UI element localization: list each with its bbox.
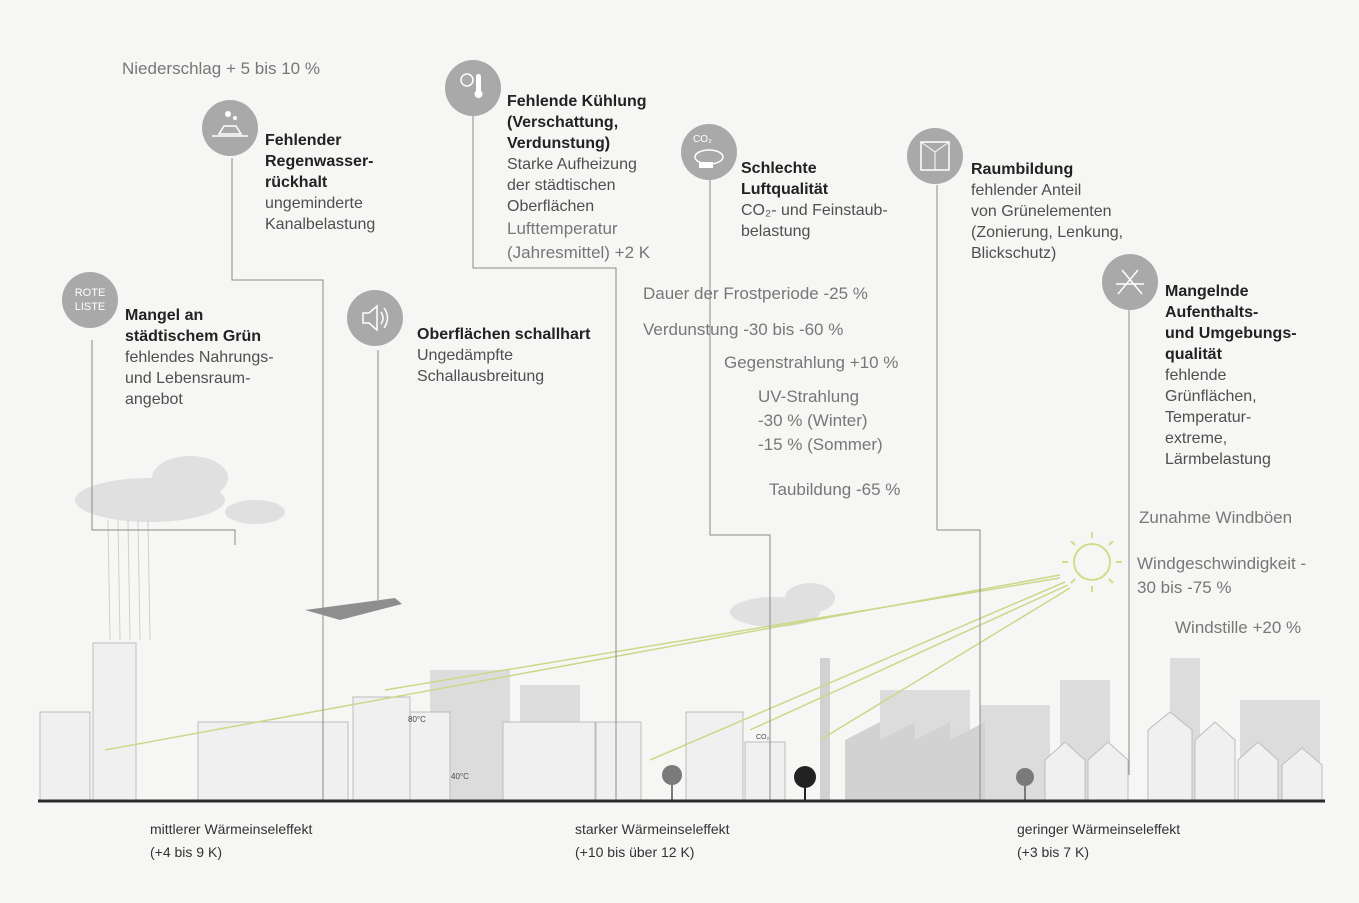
noise-title: Oberflächen schallhart bbox=[417, 326, 591, 343]
stay-title-2: Aufenthalts- bbox=[1165, 304, 1259, 321]
temp-80-label: 80°C bbox=[408, 715, 426, 724]
air-quality-callout: Schlechte Luftqualität CO₂- und Feinstau… bbox=[741, 158, 888, 242]
trees bbox=[662, 765, 1034, 800]
badge-line-2: LISTE bbox=[74, 301, 106, 313]
stay-title-3: und Umgebungs- bbox=[1165, 325, 1297, 342]
leader-lines bbox=[91, 115, 1130, 800]
co2-cloud-icon: CO₂ bbox=[681, 124, 737, 180]
noise-desc-1: Ungedämpfte bbox=[417, 347, 514, 364]
air-title-2: Luftqualität bbox=[741, 181, 829, 198]
sun-rays bbox=[104, 574, 1071, 761]
zone-medium-range: (+4 bis 9 K) bbox=[150, 844, 222, 860]
air-temperature-1: Lufttemperatur bbox=[507, 219, 618, 238]
cooling-title-1: Fehlende Kühlung bbox=[507, 93, 647, 110]
precipitation-text: Niederschlag + 5 bis 10 % bbox=[122, 59, 320, 78]
stay-desc-1: fehlende bbox=[1165, 367, 1227, 384]
green-title-2: städtischem Grün bbox=[125, 328, 262, 345]
space-desc-2: von Grünelementen bbox=[971, 203, 1112, 220]
zone-strong-name: starker Wärmeinseleffekt bbox=[575, 821, 730, 837]
rote-liste-badge: ROTE LISTE bbox=[62, 272, 118, 328]
rainwater-title-2: Regenwasser- bbox=[265, 153, 374, 170]
badge-line-1: ROTE bbox=[74, 287, 106, 299]
space-icon bbox=[907, 128, 963, 184]
cooling-desc-1: Starke Aufheizung bbox=[507, 156, 637, 173]
evaporation-text: Verdunstung -30 bis -60 % bbox=[643, 320, 844, 339]
stay-title-1: Mangelnde bbox=[1165, 283, 1249, 300]
air-title-1: Schlechte bbox=[741, 160, 817, 177]
air-temperature-2: (Jahresmittel) +2 K bbox=[507, 243, 651, 262]
wind-calm-text: Windstille +20 % bbox=[1175, 618, 1302, 637]
speaker-icon bbox=[347, 290, 403, 346]
zone-low: geringer Wärmeinseleffekt (+3 bis 7 K) bbox=[1017, 818, 1180, 864]
zone-low-range: (+3 bis 7 K) bbox=[1017, 844, 1089, 860]
airplane bbox=[305, 598, 402, 620]
rainwater-desc-2: Kanalbelastung bbox=[265, 216, 376, 233]
cooling-desc-3: Oberflächen bbox=[507, 198, 595, 215]
uv-text: UV-Strahlung -30 % (Winter) -15 % (Somme… bbox=[758, 385, 883, 457]
uv-line-1: UV-Strahlung bbox=[758, 387, 860, 406]
air-desc-1: CO₂- und Feinstaub- bbox=[741, 202, 888, 219]
green-desc-1: fehlendes Nahrungs- bbox=[125, 349, 274, 366]
space-title: Raumbildung bbox=[971, 161, 1074, 178]
zone-strong: starker Wärmeinseleffekt (+10 bis über 1… bbox=[575, 818, 730, 864]
temp-40-label: 40°C bbox=[451, 772, 469, 781]
zone-medium: mittlerer Wärmeinseleffekt (+4 bis 9 K) bbox=[150, 818, 312, 864]
counter-radiation-text: Gegenstrahlung +10 % bbox=[724, 353, 899, 372]
green-desc-2: und Lebensraum- bbox=[125, 370, 251, 387]
svg-text:CO₂: CO₂ bbox=[693, 134, 712, 145]
rain-car-icon bbox=[202, 100, 258, 156]
stay-desc-2: Grünflächen, bbox=[1165, 388, 1257, 405]
air-desc-2: belastung bbox=[741, 223, 811, 240]
stay-desc-3: Temperatur- bbox=[1165, 409, 1252, 426]
green-callout: Mangel an städtischem Grün fehlendes Nah… bbox=[125, 305, 274, 410]
rain-lines bbox=[107, 519, 151, 641]
noise-desc-2: Schallausbreitung bbox=[417, 368, 545, 385]
space-desc-3: (Zonierung, Lenkung, bbox=[971, 224, 1124, 241]
thermometer-sun-icon bbox=[445, 60, 501, 116]
rainwater-title-3: rückhalt bbox=[265, 174, 328, 191]
wind-gusts-text: Zunahme Windböen bbox=[1139, 508, 1293, 527]
uv-line-2: -30 % (Winter) bbox=[758, 411, 868, 430]
wind-speed-line-2: 30 bis -75 % bbox=[1137, 578, 1232, 597]
space-desc-4: Blickschutz) bbox=[971, 245, 1057, 262]
rainwater-callout: Fehlender Regenwasser- rückhalt ungemind… bbox=[265, 130, 375, 235]
cooling-callout: Fehlende Kühlung (Verschattung, Verdunst… bbox=[507, 91, 650, 265]
factory bbox=[820, 658, 985, 800]
wind-speed-text: Windgeschwindigkeit - 30 bis -75 % bbox=[1137, 552, 1306, 600]
dew-text: Taubildung -65 % bbox=[769, 480, 901, 499]
noise-callout: Oberflächen schallhart Ungedämpfte Schal… bbox=[417, 324, 590, 387]
space-desc-1: fehlender Anteil bbox=[971, 182, 1082, 199]
uv-line-3: -15 % (Sommer) bbox=[758, 435, 883, 454]
zone-strong-range: (+10 bis über 12 K) bbox=[575, 844, 695, 860]
rainwater-desc-1: ungeminderte bbox=[265, 195, 363, 212]
green-desc-3: angebot bbox=[125, 391, 183, 408]
stay-desc-4: extreme, bbox=[1165, 430, 1228, 447]
co2-label: CO₂ bbox=[756, 734, 770, 741]
green-title-1: Mangel an bbox=[125, 307, 204, 324]
frost-text: Dauer der Frostperiode -25 % bbox=[643, 284, 868, 303]
wind-speed-line-1: Windgeschwindigkeit - bbox=[1137, 554, 1307, 573]
rainwater-title-1: Fehlender bbox=[265, 132, 342, 149]
cooling-title-2: (Verschattung, bbox=[507, 114, 619, 131]
zone-low-name: geringer Wärmeinseleffekt bbox=[1017, 821, 1181, 837]
stay-title-4: qualität bbox=[1165, 346, 1222, 363]
deck-chair-icon bbox=[1102, 254, 1158, 310]
cooling-title-3: Verdunstung) bbox=[507, 135, 611, 152]
stay-quality-callout: Mangelnde Aufenthalts- und Umgebungs- qu… bbox=[1165, 281, 1297, 470]
space-callout: Raumbildung fehlender Anteil von Grünele… bbox=[971, 159, 1123, 264]
clouds bbox=[75, 456, 835, 627]
cooling-desc-2: der städtischen bbox=[507, 177, 616, 194]
zone-medium-name: mittlerer Wärmeinseleffekt bbox=[150, 821, 313, 837]
sun bbox=[1062, 532, 1122, 592]
stay-desc-5: Lärmbelastung bbox=[1165, 451, 1271, 468]
